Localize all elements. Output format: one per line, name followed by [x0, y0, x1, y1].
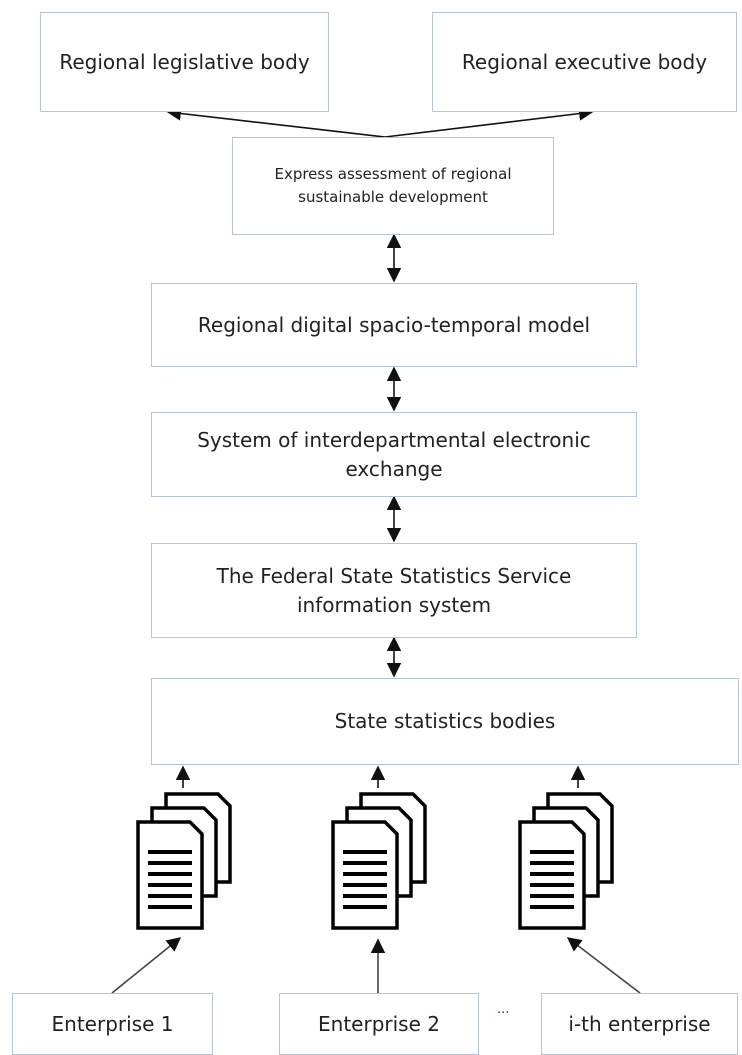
fsss-information-system-line-2: information system — [296, 592, 492, 617]
enterprise-1-box: Enterprise 1 — [12, 993, 213, 1055]
state-statistics-bodies-label: State statistics bodies — [334, 709, 556, 733]
state-statistics-bodies-box: State statistics bodies — [151, 678, 739, 765]
regional-executive-body-label: Regional executive body — [461, 49, 708, 74]
interdepartmental-exchange-box: System of interdepartmental electronic e… — [151, 412, 637, 497]
express-assessment-box: Express assessment of regional sustainab… — [232, 137, 554, 235]
spatio-temporal-model-box: Regional digital spacio-temporal model — [151, 283, 637, 367]
fsss-information-system-line-1: The Federal State Statistics Service — [216, 563, 572, 588]
enterprise-2-box: Enterprise 2 — [279, 993, 479, 1055]
enterprise-1-label: Enterprise 1 — [51, 1011, 174, 1036]
ellipsis-mark: ··· — [497, 1006, 510, 1021]
regional-legislative-body-box: Regional legislative body — [40, 12, 329, 112]
arrow-ent1-docs — [111, 937, 182, 994]
fsss-information-system-box: The Federal State Statistics Service inf… — [151, 543, 637, 638]
enterprise-i-box: i-th enterprise — [541, 993, 738, 1055]
arrow-to-legislative — [166, 106, 386, 138]
document-stack-2 — [325, 788, 435, 938]
express-assessment-line-1: Express assessment of regional — [274, 164, 512, 183]
enterprise-i-label: i-th enterprise — [568, 1011, 711, 1036]
document-stack-icon — [136, 792, 232, 930]
arrow-ent3-docs — [566, 937, 641, 994]
interdepartmental-exchange-line-2: exchange — [345, 456, 443, 481]
interdepartmental-exchange-line-1: System of interdepartmental electronic — [197, 427, 591, 452]
regional-executive-body-box: Regional executive body — [432, 12, 737, 112]
arrow-to-executive — [384, 106, 594, 138]
spatio-temporal-model-label: Regional digital spacio-temporal model — [197, 312, 591, 337]
document-stack-1 — [130, 788, 240, 938]
document-stack-3 — [512, 788, 622, 938]
document-stack-icon — [331, 792, 427, 930]
regional-legislative-body-label: Regional legislative body — [59, 49, 310, 74]
express-assessment-line-2: sustainable development — [298, 188, 488, 206]
document-stack-icon — [518, 792, 614, 930]
enterprise-2-label: Enterprise 2 — [318, 1011, 440, 1036]
